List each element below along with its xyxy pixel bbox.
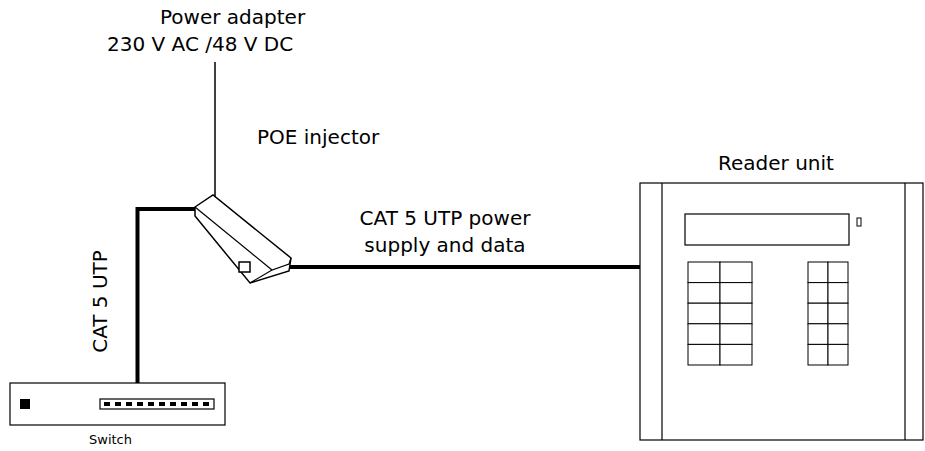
switch-port — [159, 402, 165, 406]
housing-edge — [661, 183, 662, 440]
keypad-key — [688, 303, 720, 324]
switch-port — [170, 402, 176, 406]
led — [857, 218, 861, 226]
switch-port — [181, 402, 187, 406]
device-label: Power adapter — [160, 4, 305, 31]
keypad-key — [808, 283, 828, 304]
keypad-key — [808, 344, 828, 365]
keypad-key — [828, 344, 848, 365]
port-strip — [100, 399, 214, 409]
switch-port — [203, 402, 209, 406]
rj45-port — [239, 262, 250, 272]
switch-body — [10, 383, 225, 425]
switch-port — [148, 402, 154, 406]
switch-port — [137, 402, 143, 406]
switch-port — [192, 402, 198, 406]
switch-port — [126, 402, 132, 406]
cable-label: CAT 5 UTP — [87, 250, 114, 353]
device-heading: Switch — [89, 431, 132, 449]
cable-label: CAT 5 UTP power supply and data — [325, 205, 565, 259]
keypad-key — [828, 283, 848, 304]
keypad-key — [828, 324, 848, 345]
keypad-key — [688, 283, 720, 304]
keypad-key — [720, 262, 752, 283]
reader-unit-drawing — [636, 145, 925, 451]
keypad-key — [808, 324, 828, 345]
display — [685, 214, 849, 245]
network-switch: Switch — [6, 379, 232, 449]
reader-unit: Reader unit — [636, 145, 925, 451]
poe-injector: POE injector — [188, 122, 398, 287]
keypad-key — [688, 262, 720, 283]
keypad-key — [720, 303, 752, 324]
device-heading: POE injector — [257, 124, 379, 151]
cat5-cable — [138, 209, 196, 383]
keypad-key — [688, 344, 720, 365]
voltage-label: 230 V AC /48 V DC — [107, 31, 293, 58]
keypad-key — [688, 324, 720, 345]
housing-edge — [904, 183, 905, 440]
injector-edge — [250, 270, 272, 283]
power-led — [20, 399, 30, 409]
switch-port — [104, 402, 110, 406]
keypad-key — [828, 262, 848, 283]
keypad-key — [720, 324, 752, 345]
keypad-key — [808, 303, 828, 324]
keypad-key — [720, 344, 752, 365]
keypad-key — [720, 283, 752, 304]
device-heading: Reader unit — [718, 150, 834, 177]
switch-port — [115, 402, 121, 406]
adapter-cord — [214, 62, 216, 199]
injector-body — [195, 195, 291, 283]
reader-housing — [640, 183, 923, 440]
cat5-cable — [250, 265, 640, 269]
keypad-key — [808, 262, 828, 283]
keypad-key — [828, 303, 848, 324]
injector-edge — [195, 207, 291, 270]
